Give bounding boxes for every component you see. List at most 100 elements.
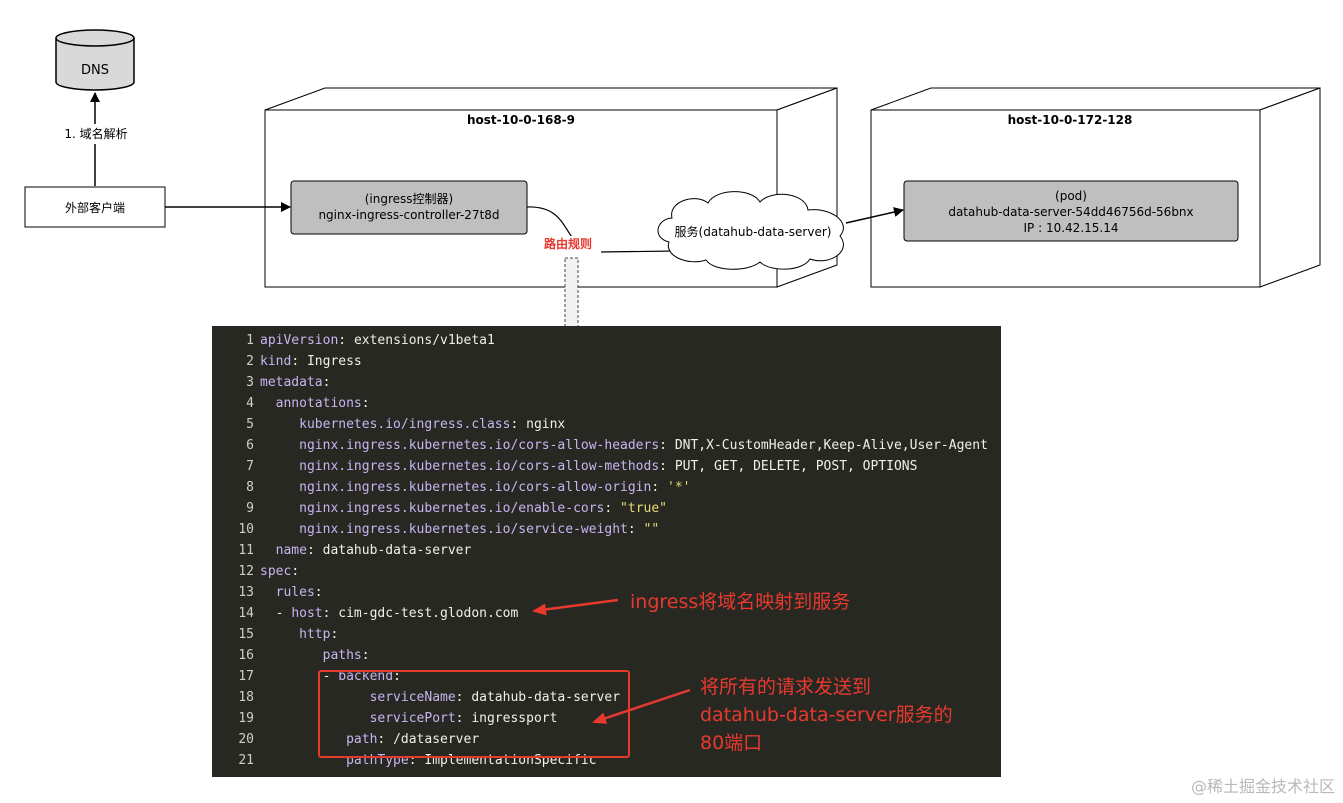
code-line: 13 rules: <box>212 582 322 603</box>
yaml-key: serviceName <box>369 690 456 705</box>
yaml-key: annotations <box>275 396 362 411</box>
yaml-value: nginx <box>526 417 566 432</box>
yaml-colon: : <box>291 564 300 579</box>
yaml-colon: : <box>306 543 315 558</box>
yaml-value: datahub-data-server <box>471 690 621 705</box>
ingress-controller-box <box>290 180 528 235</box>
controller-line1: (ingress控制器) <box>365 192 453 206</box>
code-indent <box>260 501 299 516</box>
yaml-colon: : <box>361 396 370 411</box>
code-line: 5 kubernetes.io/ingress.class: nginx <box>212 414 565 435</box>
yaml-key: path <box>346 732 378 747</box>
line-number: 20 <box>238 732 254 747</box>
client-box <box>24 186 166 228</box>
yaml-colon: : <box>338 333 347 348</box>
yaml-key: servicePort <box>369 711 456 726</box>
host-mapping-note: ingress将域名映射到服务 <box>630 591 851 613</box>
backend-note-line3: 80端口 <box>700 732 763 754</box>
dns-database: DNS <box>55 29 135 91</box>
code-indent <box>260 459 299 474</box>
yaml-colon: : <box>408 753 417 768</box>
code-indent <box>260 606 276 621</box>
line-number: 13 <box>238 585 254 600</box>
yaml-colon: : <box>659 438 667 453</box>
yaml-colon: : <box>393 669 401 684</box>
yaml-colon: : <box>455 690 464 705</box>
yaml-value: DNT,X-CustomHeader,Keep-Alive,User-Agent <box>674 438 988 453</box>
yaml-value: ingressport <box>471 711 558 726</box>
yaml-key: kind <box>260 354 292 369</box>
code-indent <box>260 396 276 411</box>
yaml-key: host <box>291 606 323 621</box>
line-number: 4 <box>246 396 254 411</box>
code-dash: - <box>322 669 339 684</box>
client-label: 外部客户端 <box>65 200 125 215</box>
yaml-colon: : <box>659 459 667 474</box>
yaml-colon: : <box>455 711 464 726</box>
line-number: 15 <box>238 627 254 642</box>
yaml-value: cim-gdc-test.glodon.com <box>338 606 519 621</box>
backend-note-line2: datahub-data-server服务的 <box>700 704 953 726</box>
yaml-key: paths <box>322 648 362 663</box>
yaml-colon: : <box>604 501 613 516</box>
yaml-colon: : <box>510 417 519 432</box>
yaml-key: apiVersion <box>260 333 339 348</box>
code-indent <box>260 522 299 537</box>
code-indent <box>260 627 299 642</box>
yaml-key: nginx.ingress.kubernetes.io/cors-allow-h… <box>299 438 660 453</box>
line-number: 17 <box>238 669 254 684</box>
yaml-colon: : <box>291 354 300 369</box>
code-indent <box>260 669 323 684</box>
pod-line3: IP : 10.42.15.14 <box>1024 221 1119 235</box>
code-indent <box>260 480 299 495</box>
yaml-colon: : <box>627 522 636 537</box>
line-number: 19 <box>238 711 254 726</box>
yaml-value: "true" <box>620 501 668 516</box>
service-label: 服务(datahub-data-server) <box>675 224 832 239</box>
yaml-key: kubernetes.io/ingress.class <box>299 417 511 432</box>
dns-label: DNS <box>81 63 109 78</box>
yaml-colon: : <box>322 375 331 390</box>
yaml-value: "" <box>643 522 660 537</box>
pod-line1: (pod) <box>1055 189 1087 203</box>
line-number: 11 <box>238 543 254 558</box>
line-number: 21 <box>238 753 254 768</box>
yaml-value: /dataserver <box>393 732 480 747</box>
yaml-value: datahub-data-server <box>322 543 472 558</box>
pod-box <box>903 180 1239 242</box>
code-line: 10 nginx.ingress.kubernetes.io/service-w… <box>212 519 659 540</box>
yaml-key: nginx.ingress.kubernetes.io/cors-allow-o… <box>299 480 652 495</box>
yaml-key: nginx.ingress.kubernetes.io/enable-cors <box>299 501 605 516</box>
service-cloud: 服务(datahub-data-server) <box>657 191 844 270</box>
yaml-key: metadata <box>260 375 323 390</box>
code-line: 7 nginx.ingress.kubernetes.io/cors-allow… <box>212 456 917 477</box>
code-line: 14 - host: cim-gdc-test.glodon.com <box>212 603 518 624</box>
yaml-value: extensions/v1beta1 <box>353 333 495 348</box>
host-2-label: host-10-0-172-128 <box>1008 113 1133 127</box>
route-rule-label: 路由规则 <box>544 236 592 251</box>
code-line: 9 nginx.ingress.kubernetes.io/enable-cor… <box>212 498 667 519</box>
yaml-value: Ingress <box>306 354 362 369</box>
code-line: 19 servicePort: ingressport <box>212 708 557 729</box>
yaml-key: backend <box>338 669 394 684</box>
code-line: 4 annotations: <box>212 393 370 414</box>
line-number: 6 <box>246 438 254 453</box>
yaml-key: http <box>299 627 331 642</box>
yaml-value: PUT, GET, DELETE, POST, OPTIONS <box>674 459 918 474</box>
code-indent <box>260 417 299 432</box>
yaml-colon: : <box>322 606 331 621</box>
yaml-key: rules <box>275 585 315 600</box>
code-line: 15 http: <box>212 624 338 645</box>
line-number: 18 <box>238 690 254 705</box>
watermark: @稀土掘金技术社区 <box>1190 777 1335 796</box>
yaml-colon: : <box>330 627 339 642</box>
yaml-key: name <box>275 543 307 558</box>
controller-line2: nginx-ingress-controller-27t8d <box>318 208 499 222</box>
code-indent <box>260 438 299 453</box>
yaml-key: spec <box>260 564 292 579</box>
backend-highlight-box <box>318 670 630 758</box>
code-line: 20 path: /dataserver <box>212 729 479 750</box>
